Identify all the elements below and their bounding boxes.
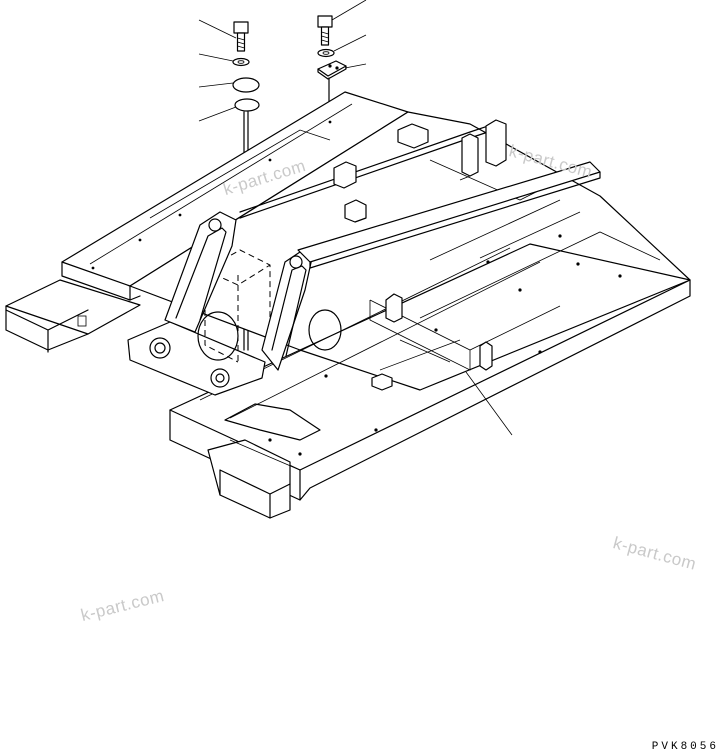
clamp-plate-right (317, 60, 347, 77)
leader-lines (198, 0, 513, 436)
washer-left-hole (237, 60, 245, 64)
cover-plate-left (232, 77, 260, 93)
cover-plate-left-2 (234, 98, 260, 112)
bolt-right (317, 15, 333, 46)
drawing-code: PVK8056 (651, 741, 719, 753)
washer-right (317, 48, 335, 58)
frame-body (5, 91, 691, 519)
washer-left (232, 57, 250, 67)
bolt-left (233, 21, 249, 52)
washer-right-hole (322, 51, 330, 55)
